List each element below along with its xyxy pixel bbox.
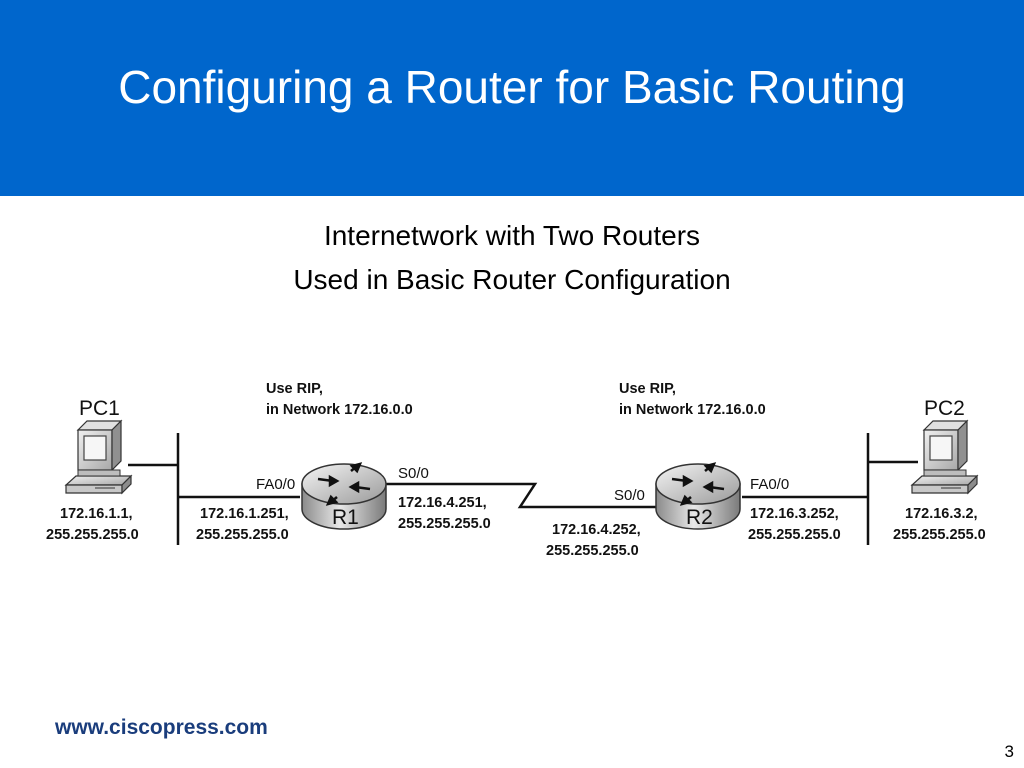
r1-label: R1 <box>332 506 359 529</box>
r1-fa-ip: 172.16.1.251, <box>200 506 289 522</box>
r2-serial-interface: S0/0 <box>614 487 645 504</box>
network-diagram: PC1 172.16.1.1, 255.255.255.0 PC2 172.16… <box>46 381 986 559</box>
r2-label: R2 <box>686 506 713 529</box>
r2-rip-line2: in Network 172.16.0.0 <box>619 402 766 418</box>
pc1-ip: 172.16.1.1, <box>60 506 133 522</box>
serial-wan-link <box>385 482 660 509</box>
r1-fa-interface: FA0/0 <box>256 476 295 493</box>
footer-url[interactable]: www.ciscopress.com <box>55 716 268 739</box>
pc2-mask: 255.255.255.0 <box>893 527 986 543</box>
pc2-label: PC2 <box>924 397 965 420</box>
pc2-computer-icon <box>910 419 979 495</box>
r2-serial-mask: 255.255.255.0 <box>546 543 639 559</box>
r1-serial-mask: 255.255.255.0 <box>398 516 491 532</box>
title-bar: Configuring a Router for Basic Routing <box>0 0 1024 196</box>
slide-title: Configuring a Router for Basic Routing <box>118 61 906 113</box>
r1-rip-line1: Use RIP, <box>266 381 323 397</box>
pc1-computer-icon <box>64 419 133 495</box>
r2-fa-mask: 255.255.255.0 <box>748 527 841 543</box>
r1-rip-line2: in Network 172.16.0.0 <box>266 402 413 418</box>
r1-serial-interface: S0/0 <box>398 465 429 482</box>
pc2-ip: 172.16.3.2, <box>905 506 978 522</box>
r1-fa-mask: 255.255.255.0 <box>196 527 289 543</box>
page-number: 3 <box>1004 742 1014 761</box>
r2-fa-interface: FA0/0 <box>750 476 789 493</box>
network-links <box>128 433 918 545</box>
diagram-subtitle-line1: Internetwork with Two Routers <box>323 220 701 251</box>
r2-fa-ip: 172.16.3.252, <box>750 506 839 522</box>
r1-router-icon <box>301 462 387 530</box>
diagram-subtitle-line2: Used in Basic Router Configuration <box>293 264 731 295</box>
pc1-mask: 255.255.255.0 <box>46 527 139 543</box>
r1-serial-ip: 172.16.4.251, <box>398 495 487 511</box>
pc1-label: PC1 <box>79 397 120 420</box>
r2-rip-line1: Use RIP, <box>619 381 676 397</box>
r2-router-icon <box>655 462 741 530</box>
r2-serial-ip: 172.16.4.252, <box>552 522 641 538</box>
